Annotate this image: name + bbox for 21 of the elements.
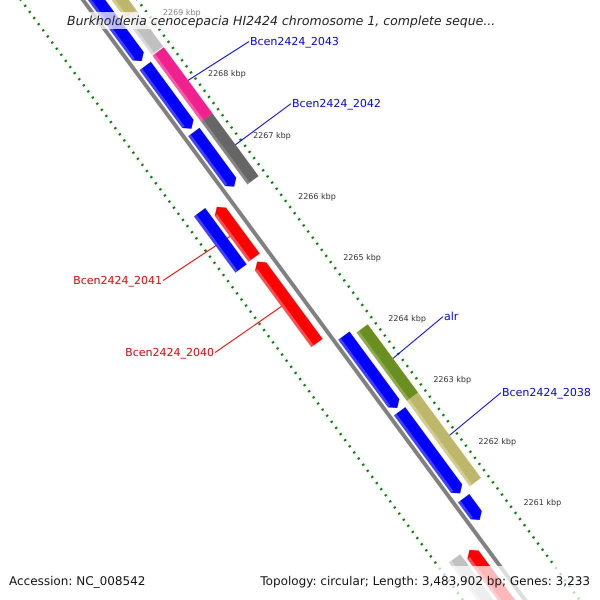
gene-label: Bcen2424_2042 — [292, 97, 381, 110]
gene-feature — [214, 206, 260, 262]
gene-label: Bcen2424_2041 — [73, 274, 162, 288]
scale-label: 2261 kbp — [523, 498, 562, 508]
gene-label: Bcen2424_2038 — [502, 386, 591, 400]
leader-line — [449, 392, 502, 436]
gene-feature — [255, 262, 323, 348]
summary-label: Topology: circular; Length: 3,483,902 bp; Genes: 3,233 — [260, 574, 590, 588]
accession-label: Accession: NC_008542 — [9, 574, 146, 588]
gene-label: Bcen2424_2040 — [125, 346, 214, 360]
scale-label: 2268 kbp — [208, 69, 246, 80]
leader-line — [392, 316, 444, 359]
scale-label: 2263 kbp — [433, 375, 472, 385]
leader-line — [214, 306, 282, 354]
scale-label: 2266 kbp — [298, 192, 336, 202]
gene-feature — [356, 324, 418, 401]
gene-label: alr — [444, 310, 458, 324]
leader-line — [235, 103, 292, 146]
scale-label: 2267 kbp — [253, 130, 291, 140]
gene-label: Bcen2424_2043 — [250, 35, 339, 48]
scale-label: 2262 kbp — [478, 436, 516, 446]
